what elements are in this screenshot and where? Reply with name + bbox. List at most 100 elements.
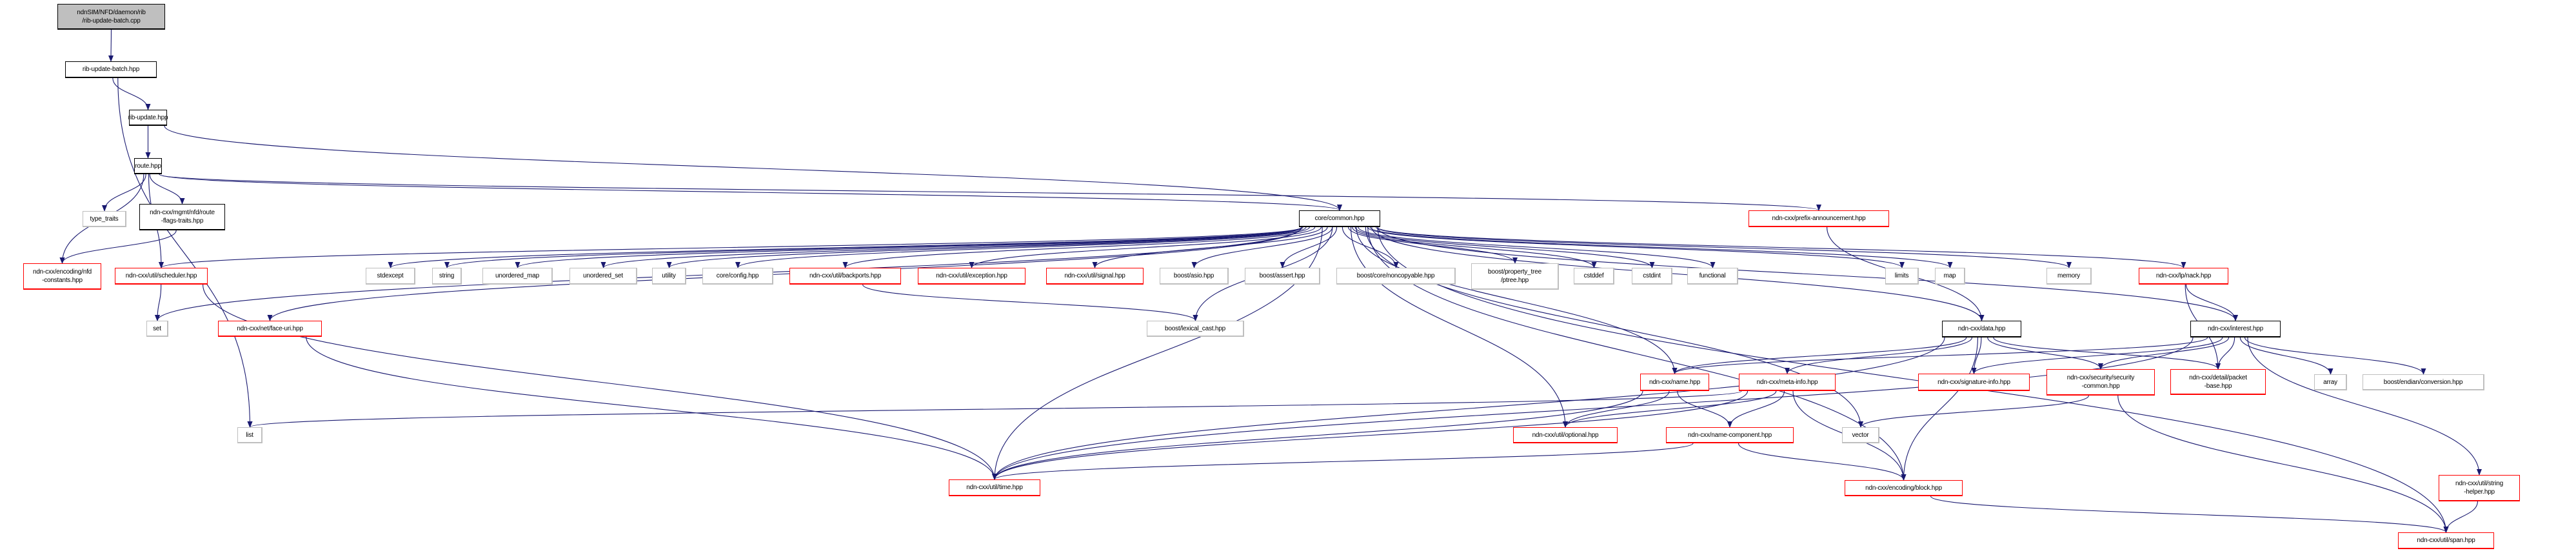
edge-common-to-config: [735, 226, 1310, 268]
node-label: ndn-cxx/util/time.hpp: [966, 484, 1023, 491]
graph-node-nfdc[interactable]: ndn-cxx/encoding/nfd-constants.hpp: [23, 263, 101, 290]
graph-node-vector: vector: [1842, 427, 1879, 443]
node-label: cstddef: [1583, 272, 1604, 279]
edge-sched-to-time: [203, 284, 997, 480]
node-label: map: [1943, 272, 1956, 279]
node-label: cstdint: [1643, 272, 1661, 279]
edge-data-to-seccommon: [1987, 337, 2103, 370]
node-label: stdexcept: [377, 272, 404, 279]
edge-seccommon-to-vector: [1858, 395, 2089, 428]
edge-sched-to-set: [155, 284, 162, 321]
edge-block-to-span: [1930, 496, 2449, 533]
graph-node-sched[interactable]: ndn-cxx/util/scheduler.hpp: [115, 268, 208, 285]
node-label: ndn-cxx/util/span.hpp: [2417, 537, 2475, 544]
edge-meta-to-namecomp: [1727, 390, 1785, 428]
edge-route-to-rft: [149, 174, 185, 205]
edge-route-to-tt: [102, 174, 146, 212]
edge-interest-to-packetbase: [2215, 337, 2235, 370]
graph-node-time[interactable]: ndn-cxx/util/time.hpp: [949, 479, 1040, 496]
node-label: utility: [662, 272, 676, 279]
edge-common-to-optional: [1350, 226, 1568, 428]
edge-common-to-utility: [666, 226, 1307, 268]
graph-node-name[interactable]: ndn-cxx/name.hpp: [1640, 374, 1709, 391]
graph-node-face[interactable]: ndn-cxx/net/face-uri.hpp: [218, 321, 322, 337]
graph-node-string: string: [432, 268, 462, 285]
graph-node-ru[interactable]: rib-update.hpp: [128, 110, 168, 126]
node-label: route.hpp: [135, 162, 161, 170]
edge-common-to-span: [1377, 226, 2449, 533]
graph-node-rub[interactable]: rib-update-batch.hpp: [65, 61, 157, 78]
node-label: rib-update.hpp: [128, 114, 168, 121]
graph-node-main[interactable]: ndnSIM/NFD/daemon/rib/rib-update-batch.c…: [57, 4, 165, 30]
node-label: ndnSIM/NFD/daemon/rib: [77, 8, 146, 16]
edge-common-to-string: [444, 226, 1302, 268]
edge-common-to-asio: [1191, 226, 1333, 268]
graph-node-map: map: [1935, 268, 1965, 285]
edge-common-to-name: [1356, 226, 1678, 374]
node-label: ndn-cxx/name-component.hpp: [1688, 431, 1772, 439]
edge-interest-to-seccommon: [2098, 337, 2230, 370]
graph-node-uset: unordered_set: [570, 268, 637, 285]
graph-node-siginfo[interactable]: ndn-cxx/signature-info.hpp: [1918, 374, 2030, 391]
edge-backports-to-lexical: [862, 284, 1198, 321]
edge-common-to-cstdint: [1354, 226, 1655, 268]
graph-node-route[interactable]: route.hpp: [134, 158, 162, 174]
graph-node-interest[interactable]: ndn-cxx/interest.hpp: [2190, 321, 2281, 337]
node-label: ndn-cxx/prefix-announcement.hpp: [1772, 215, 1866, 222]
graph-node-nack[interactable]: ndn-cxx/lp/nack.hpp: [2139, 268, 2228, 285]
edge-meta-to-optional: [1563, 390, 1777, 428]
graph-node-common[interactable]: core/common.hpp: [1299, 210, 1380, 227]
node-label: memory: [2057, 272, 2080, 279]
edge-common-to-noncopy: [1342, 226, 1399, 268]
edge-common-to-limits: [1367, 226, 1905, 268]
edge-data-to-time: [992, 337, 1945, 480]
graph-node-data[interactable]: ndn-cxx/data.hpp: [1942, 321, 2021, 337]
node-label: ndn-cxx/name.hpp: [1649, 378, 1701, 386]
graph-node-strhelper[interactable]: ndn-cxx/util/string-helper.hpp: [2439, 475, 2520, 501]
node-label: ndn-cxx/detail/packet: [2189, 374, 2247, 381]
graph-node-span[interactable]: ndn-cxx/util/span.hpp: [2398, 532, 2494, 549]
edge-common-to-data: [1371, 226, 1985, 321]
node-label: unordered_map: [495, 272, 539, 279]
edge-interest-to-name: [1672, 337, 2208, 374]
edge-common-to-stdexcept: [388, 226, 1302, 268]
node-label: ndn-cxx/data.hpp: [1957, 325, 2006, 332]
graph-node-exception[interactable]: ndn-cxx/util/exception.hpp: [918, 268, 1025, 285]
graph-node-packetbase[interactable]: ndn-cxx/detail/packet-base.hpp: [2170, 369, 2266, 395]
edge-interest-to-array: [2239, 337, 2333, 375]
graph-node-cstdint: cstdint: [1632, 268, 1672, 285]
graph-node-namecomp[interactable]: ndn-cxx/name-component.hpp: [1666, 427, 1794, 443]
node-label: /rib-update-batch.cpp: [82, 17, 141, 25]
node-label: ndn-cxx/signature-info.hpp: [1937, 378, 2010, 386]
edge-strhelper-to-span: [2443, 501, 2478, 533]
graph-node-limits: limits: [1885, 268, 1919, 285]
graph-node-backports[interactable]: ndn-cxx/util/backports.hpp: [789, 268, 901, 285]
node-label: ndn-cxx/util/string: [2455, 480, 2503, 487]
edge-common-to-interest: [1377, 226, 2238, 321]
graph-node-config: core/config.hpp: [702, 268, 773, 285]
graph-node-rft[interactable]: ndn-cxx/mgmt/nfd/route-flags-traits.hpp: [139, 204, 225, 230]
node-label: ndn-cxx/encoding/block.hpp: [1865, 484, 1942, 492]
graph-node-prefix[interactable]: ndn-cxx/prefix-announcement.hpp: [1749, 210, 1889, 227]
edge-meta-to-list: [248, 390, 1742, 428]
graph-node-signal[interactable]: ndn-cxx/util/signal.hpp: [1046, 268, 1144, 285]
graph-node-seccommon[interactable]: ndn-cxx/security/security-common.hpp: [2046, 369, 2155, 396]
graph-node-block[interactable]: ndn-cxx/encoding/block.hpp: [1845, 480, 1963, 496]
graph-node-optional[interactable]: ndn-cxx/util/optional.hpp: [1513, 427, 1618, 443]
graph-node-tt: type_traits: [83, 211, 126, 227]
edge-route-to-common: [159, 174, 1342, 211]
edge-face-to-time: [306, 336, 997, 480]
node-label: ndn-cxx/mgmt/nfd/route: [150, 209, 215, 216]
graph-node-utility: utility: [652, 268, 686, 285]
graph-node-functional: functional: [1687, 268, 1738, 285]
edge-common-to-time: [992, 226, 1323, 480]
graph-node-stdexcept: stdexcept: [366, 268, 415, 285]
edge-seccommon-to-span: [2117, 395, 2449, 533]
graph-node-meta[interactable]: ndn-cxx/meta-info.hpp: [1739, 374, 1836, 391]
node-label: ndn-cxx/util/signal.hpp: [1064, 272, 1125, 279]
node-label: -base.hpp: [2204, 382, 2232, 390]
edge-name-to-time: [992, 390, 1643, 480]
edge-rub-to-ru: [112, 77, 151, 110]
edge-data-to-meta: [1785, 337, 1972, 374]
